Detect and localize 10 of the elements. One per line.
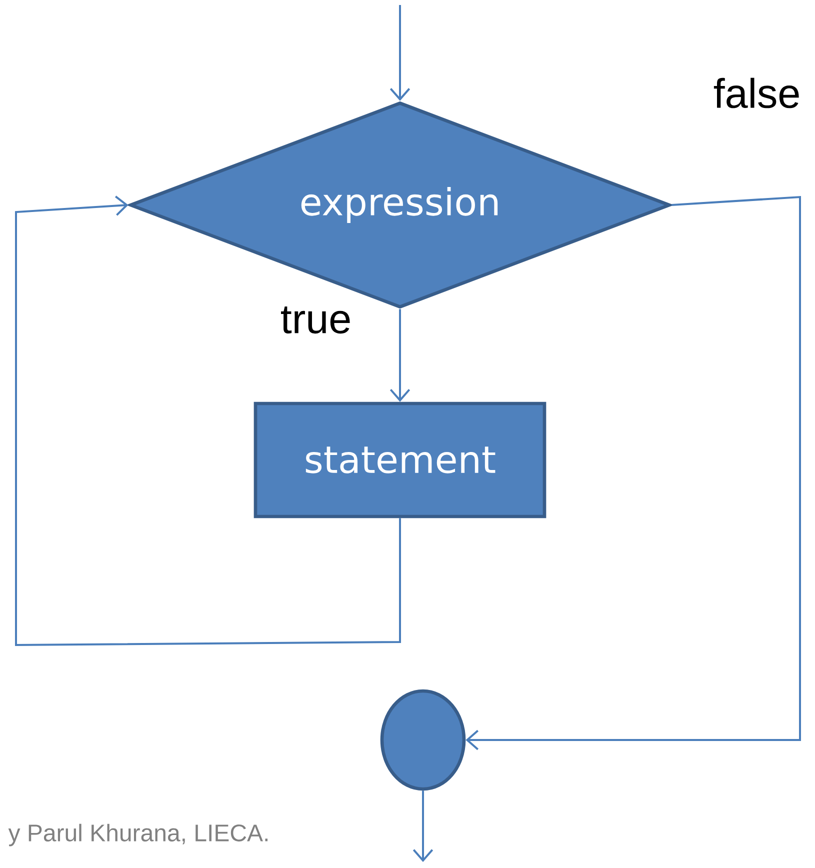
arrow [390,309,410,402]
edge-label: false [714,78,799,108]
arrow [15,196,401,646]
arrow [390,5,410,101]
credit-text: y Parul Khurana, LIECA. [8,824,268,846]
arrow [466,196,801,750]
edge-label: true [281,306,350,334]
connector-circle [380,689,466,791]
arrow [412,790,434,862]
process-box: statement [254,402,546,518]
